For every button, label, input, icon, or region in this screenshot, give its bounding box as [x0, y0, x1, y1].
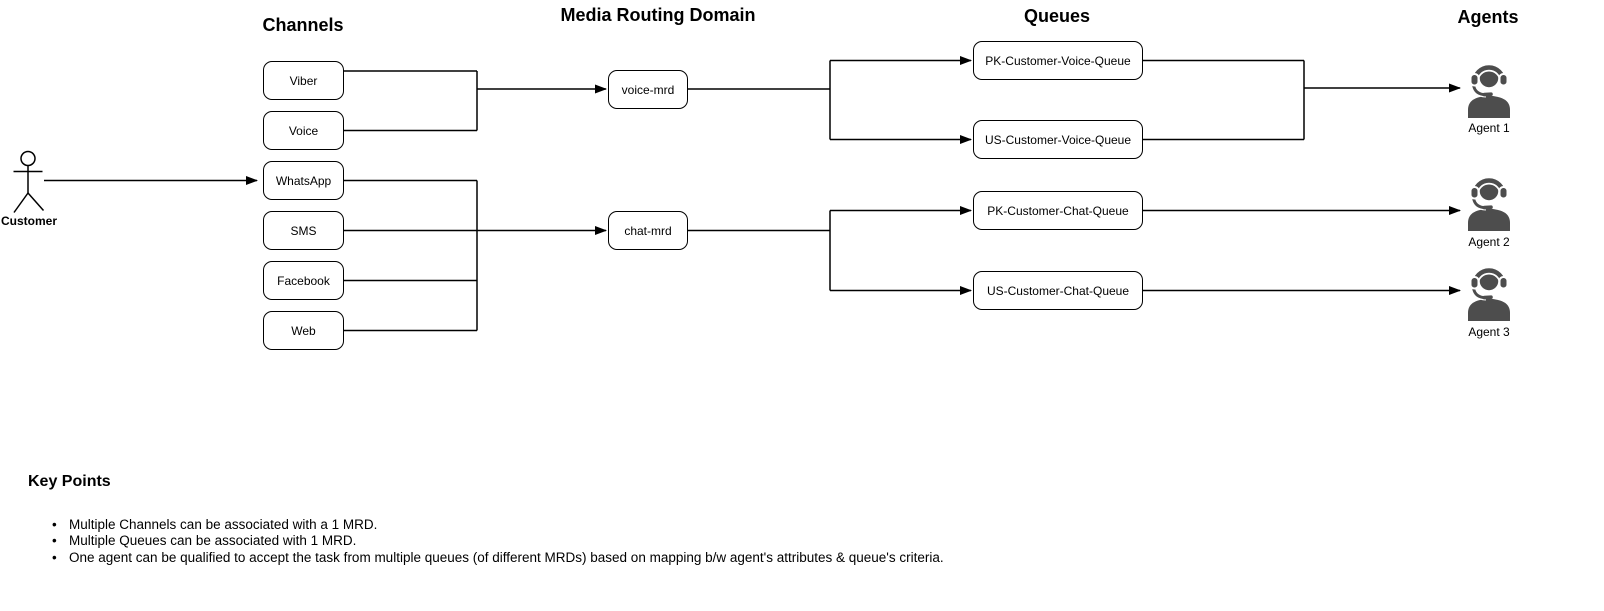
channel-box-sms: SMS — [263, 211, 344, 250]
agents-title: Agents — [1457, 7, 1519, 27]
channel-box-web: Web — [263, 311, 344, 350]
key-point-item: One agent can be qualified to accept the… — [50, 550, 1150, 567]
channel-box-facebook: Facebook — [263, 261, 344, 300]
channels-title: Channels — [262, 15, 344, 35]
agent-headset-icon — [1468, 176, 1510, 231]
channel-box-whatsapp: WhatsApp — [263, 161, 344, 200]
mrd-box-chat: chat-mrd — [608, 211, 688, 250]
channel-box-viber: Viber — [263, 61, 344, 100]
mrd-box-voice: voice-mrd — [608, 70, 688, 109]
queue-box-us-chat: US-Customer-Chat-Queue — [973, 271, 1143, 310]
queue-box-us-voice: US-Customer-Voice-Queue — [973, 120, 1143, 159]
key-points-list: Multiple Channels can be associated with… — [50, 517, 1150, 567]
agent-headset-icon — [1468, 63, 1510, 118]
customer-label: Customer — [0, 214, 58, 228]
key-point-item: Multiple Queues can be associated with 1… — [50, 533, 1150, 550]
agent-headset-icon — [1468, 266, 1510, 321]
channel-box-voice: Voice — [263, 111, 344, 150]
mrd-title: Media Routing Domain — [560, 5, 756, 25]
customer-actor-icon — [13, 150, 45, 213]
key-point-item: Multiple Channels can be associated with… — [50, 517, 1150, 534]
agent-1-label: Agent 1 — [1468, 121, 1510, 135]
queue-box-pk-chat: PK-Customer-Chat-Queue — [973, 191, 1143, 230]
queue-box-pk-voice: PK-Customer-Voice-Queue — [973, 41, 1143, 80]
key-points-heading: Key Points — [28, 473, 111, 490]
agent-3-label: Agent 3 — [1468, 325, 1510, 339]
agent-2-label: Agent 2 — [1468, 235, 1510, 249]
queues-title: Queues — [1023, 6, 1091, 26]
